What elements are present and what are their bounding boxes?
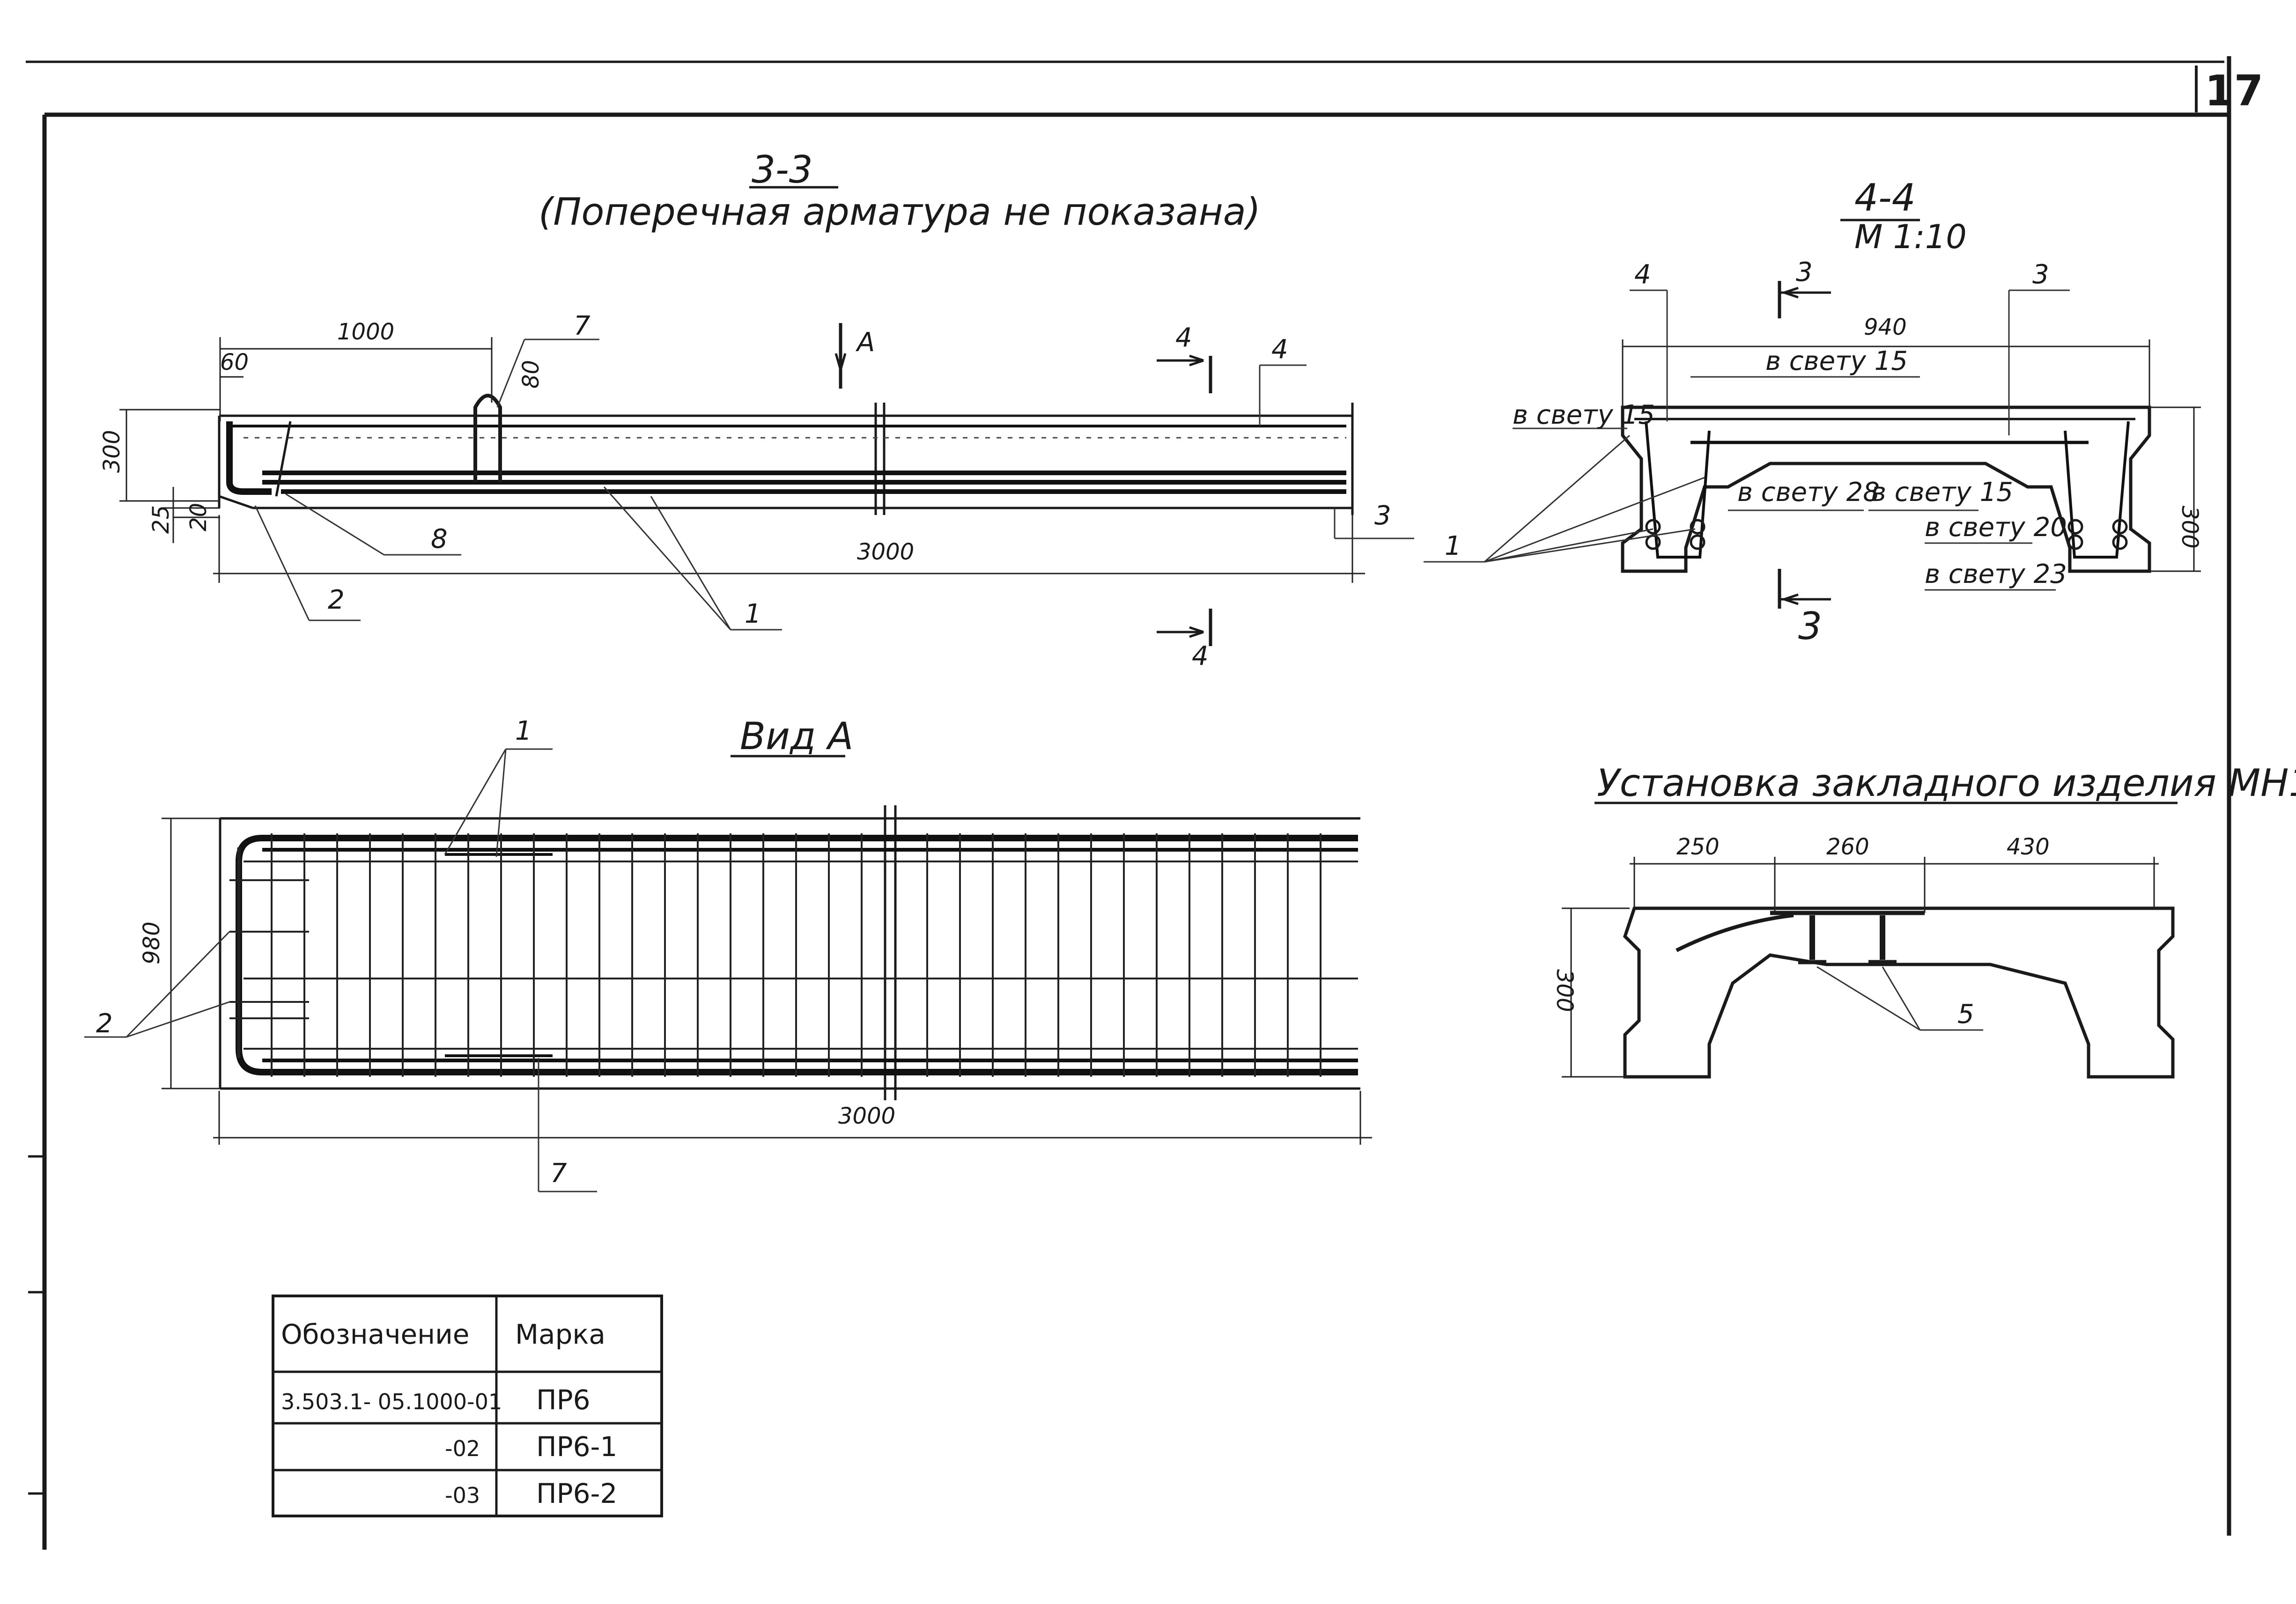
dim-940: 940 <box>1864 314 1907 340</box>
table-header-mark: Марка <box>515 1318 605 1350</box>
callout-1-elevation: 1 <box>745 599 761 629</box>
table-cell-mark: ПР6-2 <box>536 1478 617 1509</box>
section-4-4-scale: М 1:10 <box>1854 218 1967 256</box>
section-mark-4-bottom: 4 <box>1192 641 1209 671</box>
sheet-number: 17 <box>2205 66 2263 116</box>
dim-1000: 1000 <box>337 319 394 345</box>
dim-430: 430 <box>2007 834 2050 860</box>
dim-300-section: 300 <box>2177 506 2203 549</box>
dim-300: 300 <box>99 430 125 473</box>
dim-60: 60 <box>220 349 249 375</box>
table-cell-mark: ПР6 <box>536 1384 591 1416</box>
callout-2-view-a: 2 <box>96 1008 113 1039</box>
note-4: в свету 15 <box>1871 477 2013 508</box>
section-4-4-title: 4-4 <box>1854 176 1916 220</box>
section-mark-a: A <box>856 327 875 358</box>
table-cell-designation: -03 <box>445 1483 480 1508</box>
dim-300-embed: 300 <box>1551 969 1578 1012</box>
callout-1-section: 1 <box>1445 531 1462 561</box>
dim-80: 80 <box>518 360 544 389</box>
callout-2-elevation: 2 <box>328 585 345 615</box>
reinforcement-mesh <box>229 835 1358 1075</box>
note-3: в свету 28 <box>1737 477 1880 508</box>
view-a: Вид А 980 3000 <box>84 714 1372 1192</box>
table-cell-designation: -02 <box>445 1436 480 1461</box>
note-5: в свету 20 <box>1925 512 2067 543</box>
note-1: в свету 15 <box>1765 346 1908 376</box>
table-header-designation: Обозначение <box>281 1318 469 1350</box>
section-4-4: 4-4 М 1:10 940 300 в свету 15 <box>1424 176 2203 648</box>
dim-25: 25 <box>148 505 174 534</box>
dim-3000-elevation: 3000 <box>857 539 914 565</box>
section-3-3: 3-3 (Поперечная арматура не показана) <box>99 148 1414 671</box>
note-2: в свету 15 <box>1513 400 1655 430</box>
dim-250: 250 <box>1676 834 1720 860</box>
dim-980: 980 <box>139 921 165 964</box>
callout-8: 8 <box>431 524 448 554</box>
callout-5: 5 <box>1957 999 1974 1030</box>
cross-section-profile <box>1621 405 2151 573</box>
callout-3-elevation: 3 <box>1374 500 1391 531</box>
mesh-vertical-bars <box>271 833 1321 1077</box>
dim-3000-view-a: 3000 <box>838 1103 895 1129</box>
table-cell-mark: ПР6-1 <box>536 1431 617 1463</box>
callout-7-view-a: 7 <box>550 1158 567 1189</box>
callout-1-view-a: 1 <box>515 716 532 746</box>
callout-7-elevation: 7 <box>574 311 591 341</box>
callout-4-section: 4 <box>1634 259 1651 290</box>
table-cell-designation: 3.503.1- 05.1000-01 <box>281 1389 502 1414</box>
section-3-3-title: 3-3 <box>752 148 813 191</box>
dim-20: 20 <box>185 503 212 531</box>
embed-title: Установка закладного изделия МН1 <box>1597 761 2296 805</box>
beam-elevation <box>218 394 1354 515</box>
note-6: в свету 23 <box>1925 559 2067 589</box>
dim-260: 260 <box>1826 834 1869 860</box>
section-mark-4-top: 4 <box>1175 323 1192 353</box>
section-mark-3-top: 3 <box>1796 257 1813 287</box>
section-mark-3-bottom: 3 <box>1798 604 1822 648</box>
callout-4-elevation: 4 <box>1271 334 1288 365</box>
section-3-3-subtitle: (Поперечная арматура не показана) <box>539 190 1261 234</box>
view-a-title: Вид А <box>740 714 853 758</box>
callout-3-section: 3 <box>2032 259 2049 290</box>
sheet-frame <box>26 56 2231 1550</box>
embed-mh1: Установка закладного изделия МН1 250 260… <box>1551 761 2296 1079</box>
marks-table: Обозначение Марка 3.503.1- 05.1000-01 ПР… <box>272 1295 663 1517</box>
